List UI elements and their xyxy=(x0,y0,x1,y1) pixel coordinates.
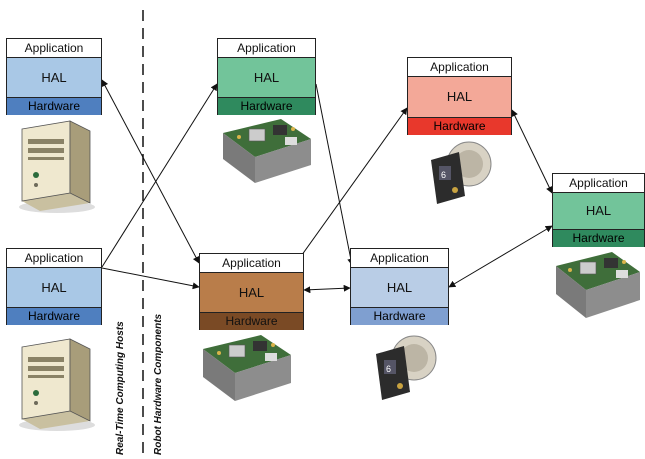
stack-motor-center: Application HAL Hardware xyxy=(350,248,449,325)
circuit-board-icon xyxy=(203,335,291,401)
hal-layer: HAL xyxy=(553,193,644,230)
circuit-board-icon xyxy=(556,252,640,318)
hal-layer: HAL xyxy=(7,58,101,98)
link-board-top-motor-center xyxy=(315,83,355,266)
application-layer: Application xyxy=(200,254,303,273)
server-icon xyxy=(19,120,95,213)
hardware-layer: Hardware xyxy=(408,118,511,135)
application-layer: Application xyxy=(218,39,315,58)
hardware-layer: Hardware xyxy=(7,308,101,325)
chip-marking: 6 xyxy=(386,364,391,374)
components-label: Robot Hardware Components xyxy=(153,313,164,455)
stack-board-right: Application HAL Hardware xyxy=(552,173,645,247)
link-host1-board-center xyxy=(101,79,200,264)
link-board-center-motor-center xyxy=(303,284,351,294)
application-layer: Application xyxy=(7,249,101,268)
hal-layer: HAL xyxy=(200,273,303,313)
chip-marking: 6 xyxy=(441,170,446,180)
stack-host-2: Application HAL Hardware xyxy=(6,248,102,325)
stack-motor-top: Application HAL Hardware xyxy=(407,57,512,135)
hal-layer: HAL xyxy=(7,268,101,308)
circuit-board-icon xyxy=(223,119,311,183)
hal-layer: HAL xyxy=(408,77,511,118)
link-motor-top-board-right xyxy=(511,109,553,194)
link-motor-center-board-right xyxy=(448,225,553,288)
stack-host-1: Application HAL Hardware xyxy=(6,38,102,115)
hal-layer: HAL xyxy=(218,58,315,98)
stack-board-center: Application HAL Hardware xyxy=(199,253,304,330)
hardware-layer: Hardware xyxy=(7,98,101,115)
hal-layer: HAL xyxy=(351,268,448,308)
server-icon xyxy=(19,338,95,431)
application-layer: Application xyxy=(351,249,448,268)
motor-controller-icon: 6 xyxy=(376,335,437,400)
link-host2-board-center xyxy=(101,267,200,290)
application-layer: Application xyxy=(7,39,101,58)
motor-controller-icon: 6 xyxy=(431,141,492,204)
hardware-layer: Hardware xyxy=(553,230,644,247)
link-board-center-motor-top xyxy=(293,107,408,267)
hardware-layer: Hardware xyxy=(200,313,303,330)
stack-board-top: Application HAL Hardware xyxy=(217,38,316,115)
link-host2-board-top xyxy=(101,83,218,268)
hardware-layer: Hardware xyxy=(218,98,315,115)
application-layer: Application xyxy=(408,58,511,77)
application-layer: Application xyxy=(553,174,644,193)
hosts-label: Real-Time Computing Hosts xyxy=(115,321,126,455)
hardware-layer: Hardware xyxy=(351,308,448,325)
